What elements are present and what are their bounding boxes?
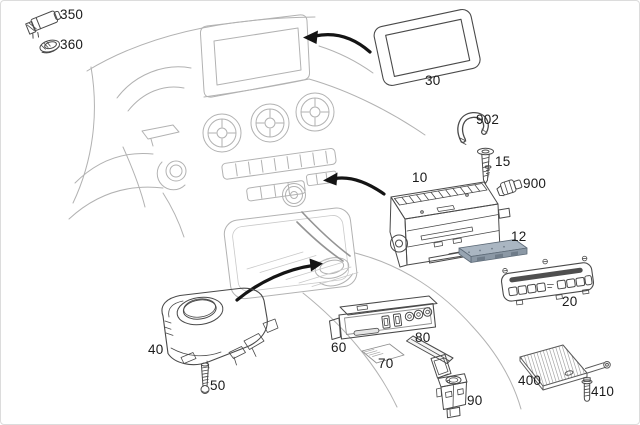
part-410-bolt <box>581 377 593 402</box>
part-90-socket <box>430 354 468 419</box>
stalk-lever <box>141 124 180 147</box>
callout-900: 900 <box>523 176 547 191</box>
callout-90: 90 <box>467 393 483 408</box>
callout-360: 360 <box>60 37 84 52</box>
callout-80: 80 <box>415 330 431 345</box>
center-trim-panel <box>223 207 358 300</box>
part-70-card <box>361 343 405 364</box>
usb-port-1 <box>381 315 391 329</box>
callout-20: 20 <box>562 294 578 309</box>
callout-60: 60 <box>331 340 347 355</box>
part-350-connector <box>25 10 62 39</box>
part-40-controller <box>161 287 279 369</box>
callout-350: 350 <box>60 7 84 22</box>
part-360-grommet <box>39 39 61 54</box>
arrow-controller-to-console <box>235 258 323 302</box>
dash-screen <box>213 27 302 86</box>
part-30-display <box>373 8 481 87</box>
start-button <box>165 160 187 182</box>
callout-410: 410 <box>591 384 615 399</box>
steering-wheel-arc <box>116 66 192 99</box>
callout-902: 902 <box>476 112 500 127</box>
dash-button-strip <box>221 148 337 180</box>
air-vent-left <box>202 113 242 153</box>
dash-trim-shadow <box>296 211 351 262</box>
callout-15: 15 <box>495 154 511 169</box>
part-900-clip <box>496 179 523 197</box>
usb-port-2 <box>392 313 403 327</box>
callout-400: 400 <box>518 373 542 388</box>
sd-card-slot <box>353 327 380 336</box>
arrow-headunit-to-dash <box>323 172 386 196</box>
callout-12: 12 <box>511 229 527 244</box>
callout-30: 30 <box>425 73 441 88</box>
callout-10: 10 <box>412 170 428 185</box>
callout-70: 70 <box>378 356 394 371</box>
part-902-hook <box>457 112 489 145</box>
dash-knob <box>282 183 306 207</box>
callout-40: 40 <box>148 342 164 357</box>
dashboard-line-art <box>68 14 522 410</box>
callout-50: 50 <box>210 378 226 393</box>
arrow-display-to-dash <box>303 30 372 54</box>
part-60-media-panel <box>329 295 438 340</box>
part-400-speaker-grille <box>519 344 611 391</box>
part-12-module <box>458 239 528 263</box>
part-20-control-panel <box>500 255 595 306</box>
part-50-screw <box>200 362 210 394</box>
air-vent-right <box>295 92 335 132</box>
air-vent-center <box>250 103 290 143</box>
